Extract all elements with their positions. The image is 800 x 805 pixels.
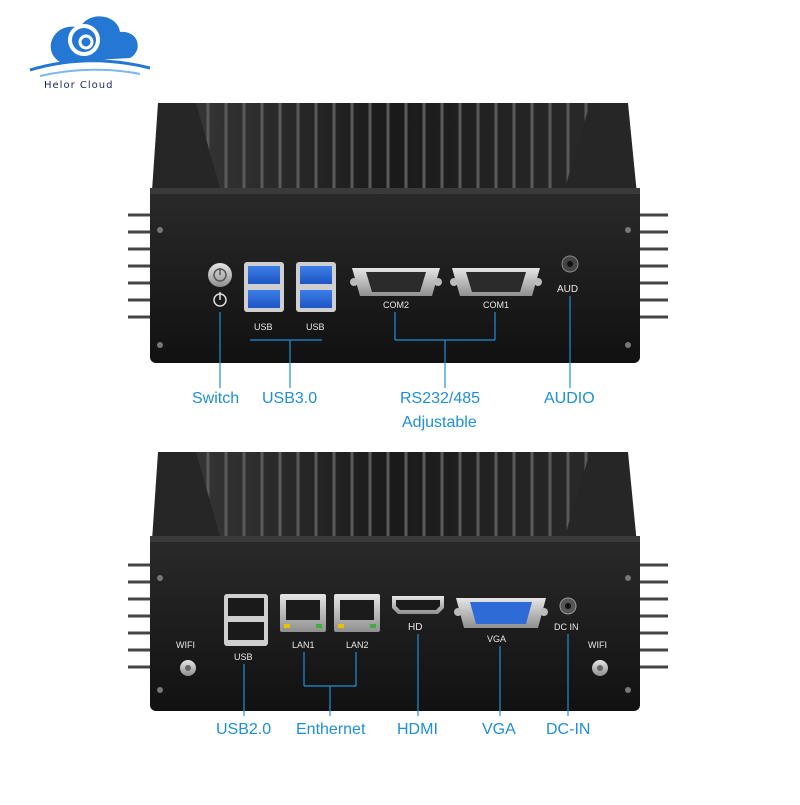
wifi-right-label: WIFI bbox=[588, 640, 607, 650]
lan1-label: LAN1 bbox=[292, 640, 315, 650]
hdmi-port: HD bbox=[392, 596, 444, 633]
aud-label: AUD bbox=[557, 284, 578, 295]
audio-jack: AUD bbox=[557, 255, 579, 295]
lan2-port: LAN2 bbox=[334, 594, 380, 650]
bottom-front-panel bbox=[150, 536, 640, 711]
vga-label: VGA bbox=[487, 634, 506, 644]
usb3-port-group-b: USB bbox=[296, 262, 336, 332]
usb2-port-group: USB bbox=[224, 594, 268, 662]
usb-label-a: USB bbox=[254, 322, 273, 332]
usb-label-b: USB bbox=[306, 322, 325, 332]
top-leader-lines bbox=[219, 296, 571, 388]
usb2-label: USB bbox=[234, 652, 253, 662]
power-switch bbox=[208, 263, 232, 307]
com2-port: COM2 bbox=[350, 268, 442, 310]
wifi-antenna-right: WIFI bbox=[588, 640, 608, 676]
lan1-port: LAN1 bbox=[280, 594, 326, 650]
brand-name: Helor Cloud bbox=[44, 80, 114, 91]
callout-vga: VGA bbox=[482, 721, 516, 738]
callout-dc-in: DC-IN bbox=[546, 721, 591, 738]
callout-rs232: RS232/485 bbox=[400, 390, 481, 407]
callout-usb3: USB3.0 bbox=[262, 390, 318, 407]
callout-switch: Switch bbox=[192, 390, 240, 407]
wifi-left-label: WIFI bbox=[176, 640, 195, 650]
bottom-device: WIFI USB LAN1 LAN2 HD bbox=[128, 452, 668, 716]
callout-hdmi: HDMI bbox=[397, 721, 438, 738]
callout-ethernet: Enthernet bbox=[296, 721, 366, 738]
callout-adjustable: Adjustable bbox=[402, 414, 477, 431]
vga-port: VGA bbox=[454, 598, 548, 644]
com1-port: COM1 bbox=[450, 268, 542, 310]
com1-label: COM1 bbox=[483, 300, 509, 310]
wifi-antenna-left: WIFI bbox=[176, 640, 196, 676]
top-device: USB USB COM2 COM1 AUD bbox=[128, 103, 668, 388]
dc-in-jack: DC IN bbox=[554, 597, 579, 632]
usb3-port-group-a: USB bbox=[244, 262, 284, 332]
lan2-label: LAN2 bbox=[346, 640, 369, 650]
com2-label: COM2 bbox=[383, 300, 409, 310]
callout-audio: AUDIO bbox=[544, 390, 595, 407]
dc-in-label: DC IN bbox=[554, 622, 579, 632]
bottom-leader-lines bbox=[243, 634, 569, 716]
hd-label: HD bbox=[408, 622, 422, 633]
callout-usb2: USB2.0 bbox=[216, 721, 272, 738]
brand-logo bbox=[29, 16, 151, 77]
top-heatsink-fins bbox=[128, 103, 668, 319]
